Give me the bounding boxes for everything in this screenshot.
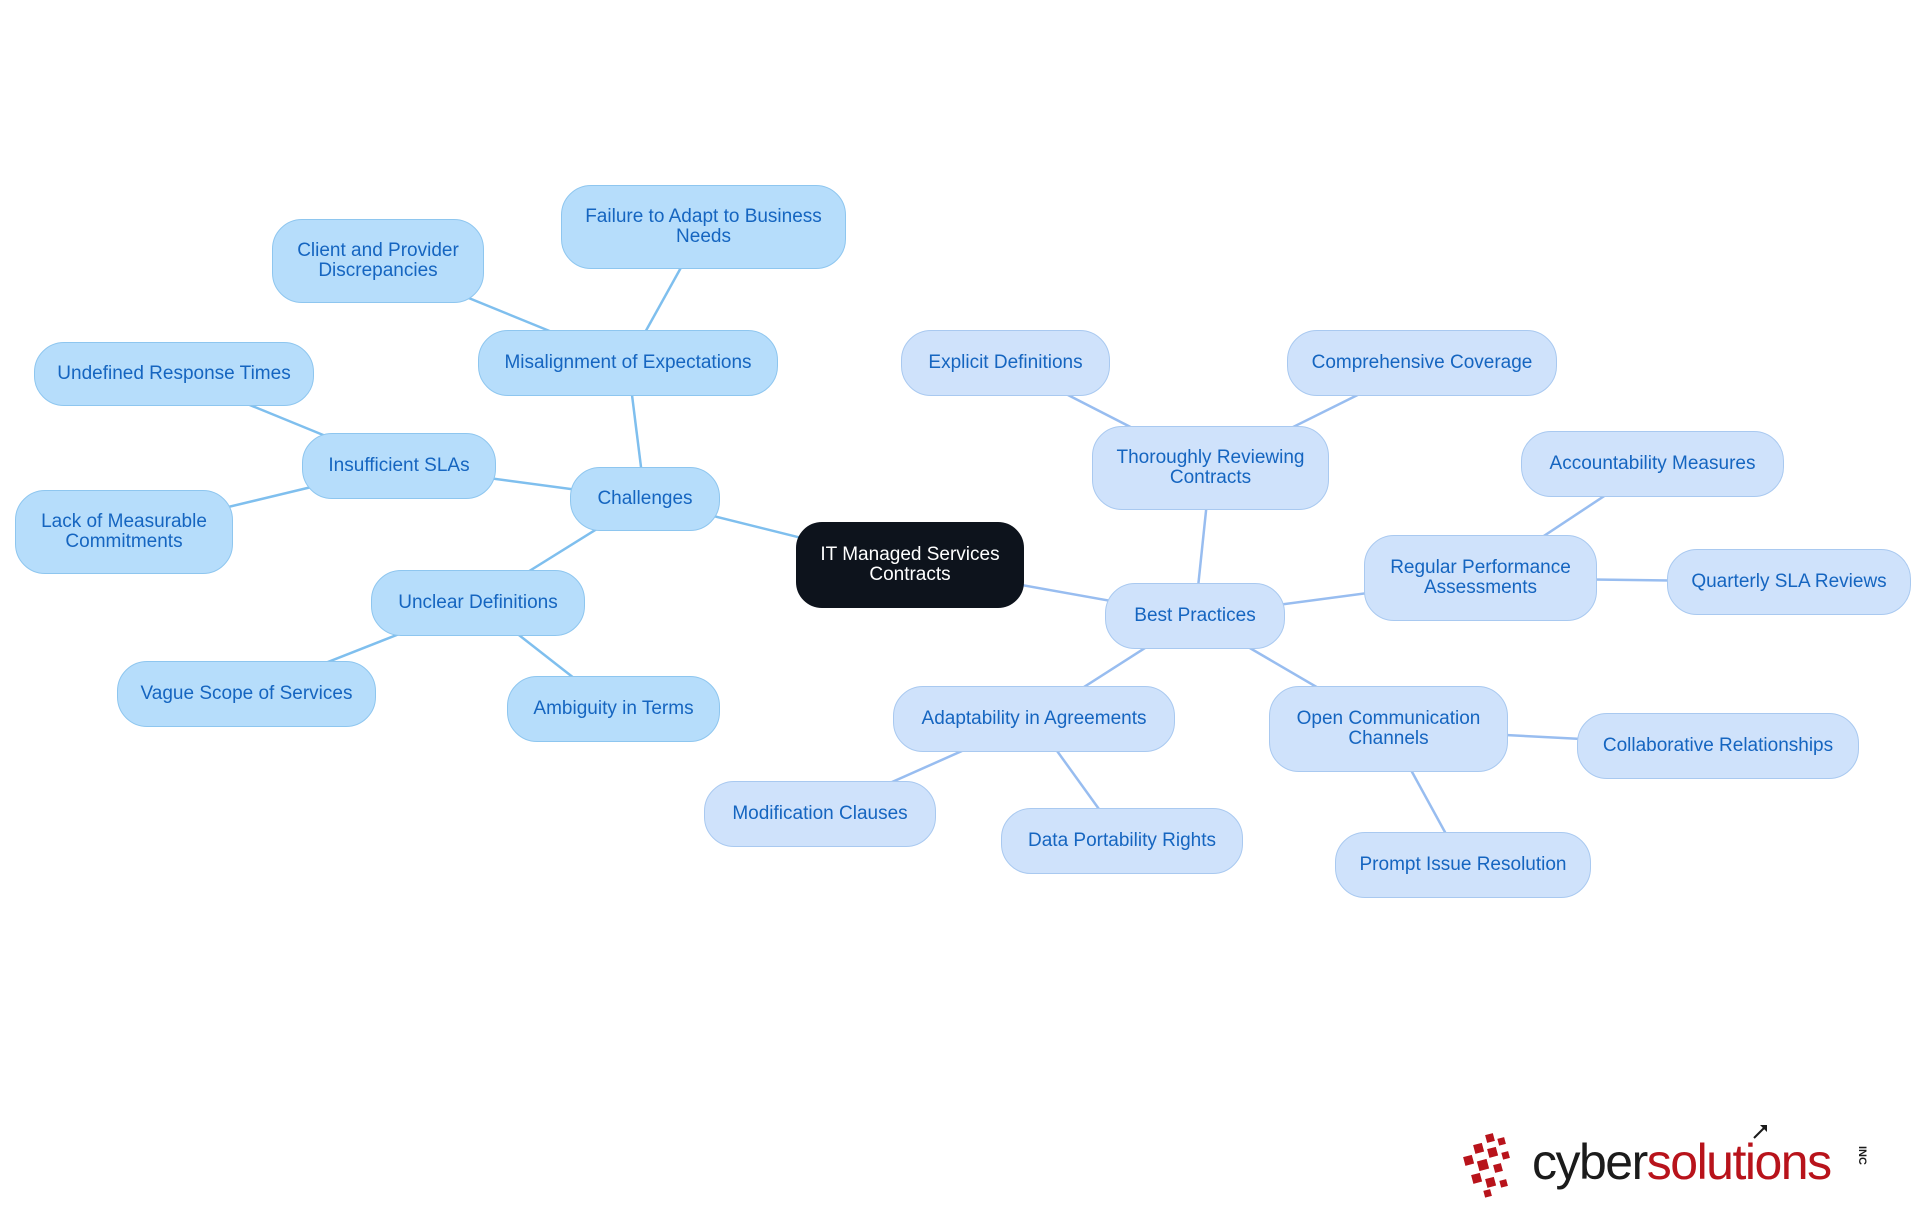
node-label: Best Practices xyxy=(1134,605,1256,626)
node-misalignment[interactable]: Misalignment of Expectations xyxy=(478,330,778,396)
node-label: Insufficient SLAs xyxy=(328,455,470,476)
node-collaborative[interactable]: Collaborative Relationships xyxy=(1577,713,1859,779)
node-label: Modification Clauses xyxy=(732,803,908,824)
cybersolutions-logo: cybersolutions INC xyxy=(1462,1125,1882,1200)
node-prompt-issue[interactable]: Prompt Issue Resolution xyxy=(1335,832,1591,898)
node-label: Accountability Measures xyxy=(1549,453,1756,474)
node-label: Client and Provider Discrepancies xyxy=(297,240,459,281)
node-performance-assessments[interactable]: Regular Performance Assessments xyxy=(1364,535,1597,621)
node-label: Comprehensive Coverage xyxy=(1311,352,1533,373)
logo-text-solutions: solutions xyxy=(1646,1134,1832,1190)
node-adaptability[interactable]: Adaptability in Agreements xyxy=(893,686,1175,752)
node-label: Ambiguity in Terms xyxy=(533,698,694,719)
node-explicit-definitions[interactable]: Explicit Definitions xyxy=(901,330,1110,396)
node-ambiguity-terms[interactable]: Ambiguity in Terms xyxy=(507,676,720,742)
node-label: Undefined Response Times xyxy=(57,363,291,384)
node-label: Thoroughly Reviewing Contracts xyxy=(1116,447,1305,488)
node-accountability-measures[interactable]: Accountability Measures xyxy=(1521,431,1784,497)
node-label: Unclear Definitions xyxy=(398,592,558,613)
logo-arrow-icon xyxy=(1753,1125,1767,1139)
node-label: Prompt Issue Resolution xyxy=(1359,854,1567,875)
logo-wordmark: cybersolutions xyxy=(1532,1134,1832,1190)
node-label: Regular Performance Assessments xyxy=(1390,557,1571,598)
node-failure-adapt[interactable]: Failure to Adapt to Business Needs xyxy=(561,185,846,269)
node-label: Data Portability Rights xyxy=(1028,830,1216,851)
node-insufficient-slas[interactable]: Insufficient SLAs xyxy=(302,433,496,499)
node-undefined-response[interactable]: Undefined Response Times xyxy=(34,342,314,406)
logo-inc-suffix: INC xyxy=(1856,1146,1868,1165)
node-comprehensive-coverage[interactable]: Comprehensive Coverage xyxy=(1287,330,1557,396)
node-label: Explicit Definitions xyxy=(928,352,1083,373)
node-label: Quarterly SLA Reviews xyxy=(1691,571,1887,592)
node-label: Failure to Adapt to Business Needs xyxy=(585,206,822,247)
node-reviewing-contracts[interactable]: Thoroughly Reviewing Contracts xyxy=(1092,426,1329,510)
node-label: Vague Scope of Services xyxy=(140,683,353,704)
node-root[interactable]: IT Managed Services Contracts xyxy=(796,522,1024,608)
node-modification-clauses[interactable]: Modification Clauses xyxy=(704,781,936,847)
logo-mark-icon xyxy=(1463,1133,1510,1198)
node-unclear-definitions[interactable]: Unclear Definitions xyxy=(371,570,585,636)
node-client-provider[interactable]: Client and Provider Discrepancies xyxy=(272,219,484,303)
node-quarterly-sla[interactable]: Quarterly SLA Reviews xyxy=(1667,549,1911,615)
node-label: Collaborative Relationships xyxy=(1602,735,1834,756)
node-label: Adaptability in Agreements xyxy=(921,708,1147,729)
node-best-practices[interactable]: Best Practices xyxy=(1105,583,1285,649)
logo-text-cyber: cyber xyxy=(1532,1134,1648,1190)
node-lack-measurable[interactable]: Lack of Measurable Commitments xyxy=(15,490,233,574)
node-vague-scope[interactable]: Vague Scope of Services xyxy=(117,661,376,727)
node-label: Open Communication Channels xyxy=(1296,708,1481,749)
node-label: Lack of Measurable Commitments xyxy=(41,511,207,552)
node-label: Challenges xyxy=(597,488,693,509)
node-challenges[interactable]: Challenges xyxy=(570,467,720,531)
node-label: Misalignment of Expectations xyxy=(504,352,752,373)
node-open-communication[interactable]: Open Communication Channels xyxy=(1269,686,1508,772)
node-data-portability[interactable]: Data Portability Rights xyxy=(1001,808,1243,874)
node-label: IT Managed Services Contracts xyxy=(820,544,1000,585)
